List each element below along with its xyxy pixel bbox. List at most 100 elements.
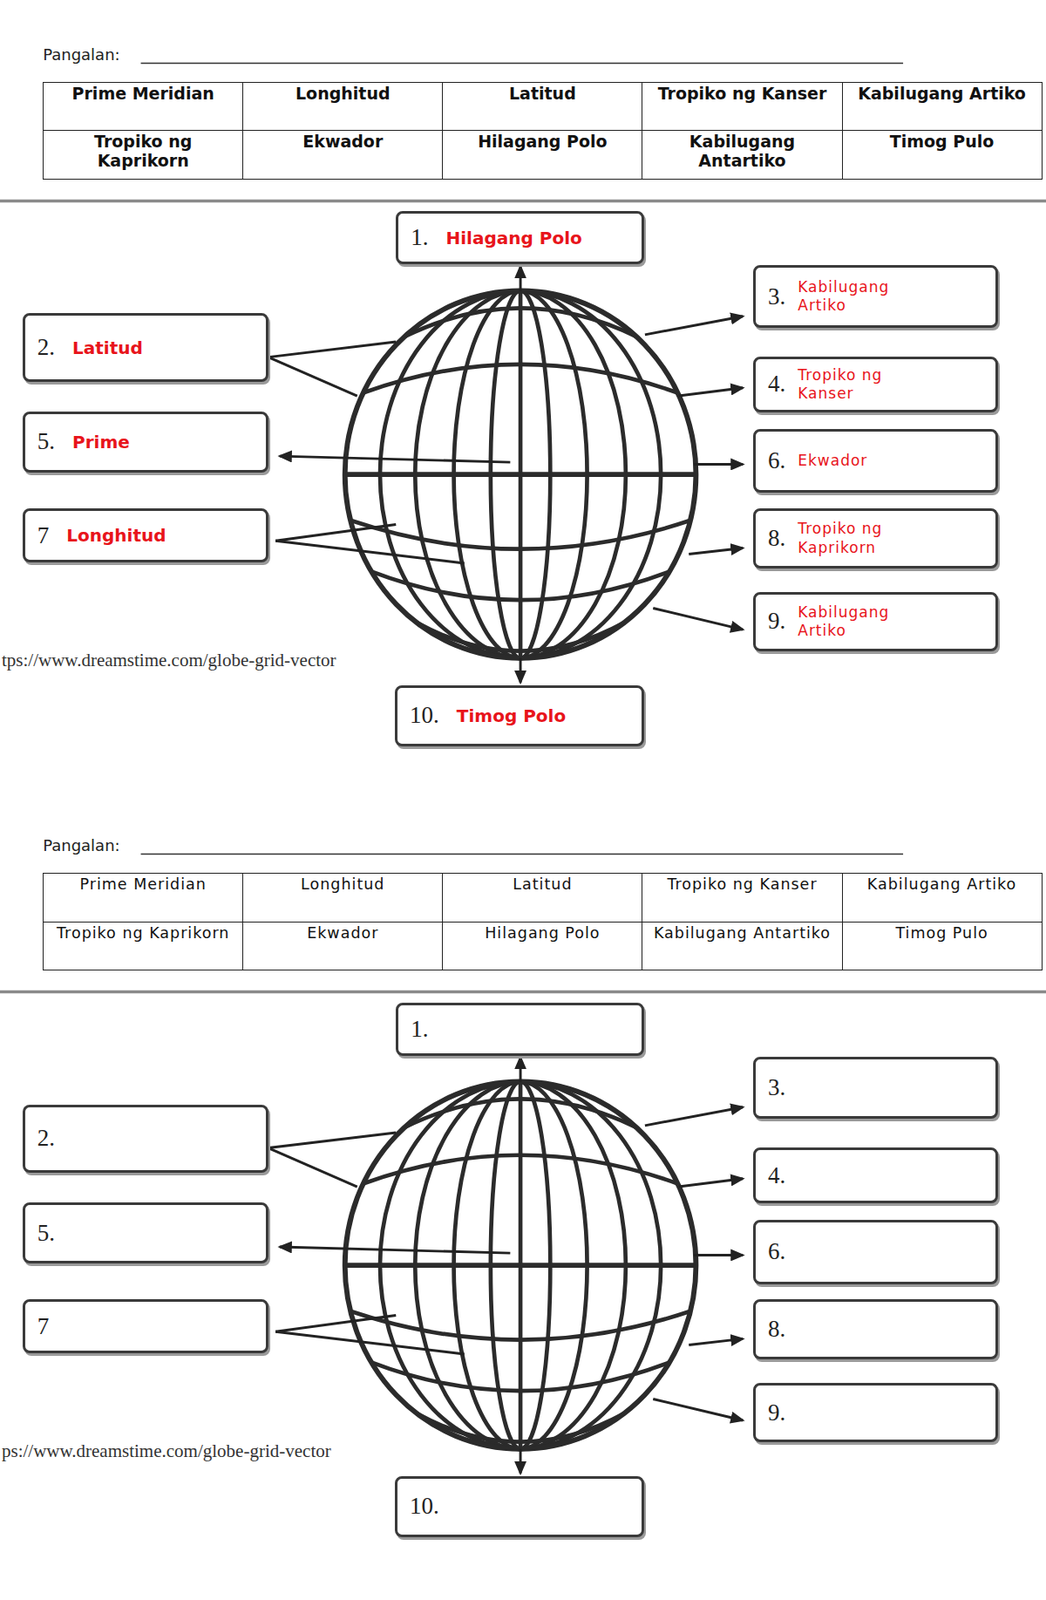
leader-line bbox=[679, 387, 744, 396]
table-cell: Hilagang Polo bbox=[442, 130, 643, 180]
answer-box: 9. bbox=[753, 1382, 999, 1442]
callout-number: 4. bbox=[767, 1161, 786, 1189]
answer-box: 1.Hilagang Polo bbox=[395, 210, 644, 265]
globe-parallel bbox=[350, 1310, 691, 1340]
section-separator bbox=[0, 990, 1046, 994]
answer-box: 5. Prime bbox=[22, 411, 269, 473]
callout-number: 2. bbox=[37, 1124, 55, 1152]
leader-line bbox=[645, 316, 743, 335]
section-separator bbox=[0, 199, 1046, 204]
answer-text: Longhitud bbox=[66, 524, 166, 546]
answer-box: 9. Kabilugang Artiko bbox=[753, 591, 999, 652]
table-cell: Kabilugang Antartiko bbox=[642, 921, 843, 971]
callout-number: 5. bbox=[37, 427, 55, 456]
answer-box: 7 bbox=[22, 1298, 269, 1353]
leader-line bbox=[688, 547, 743, 554]
answer-box: 3. Kabilugang Artiko bbox=[753, 264, 999, 327]
leader-line bbox=[275, 1331, 465, 1354]
table-cell: Prime Meridian bbox=[43, 872, 244, 922]
answer-box: 8. bbox=[753, 1298, 999, 1359]
leader-line bbox=[679, 1178, 744, 1187]
leader-line bbox=[275, 524, 396, 542]
callout-number: 6. bbox=[767, 447, 786, 475]
globe-parallel bbox=[416, 622, 625, 652]
answer-text: Tropiko ng Kanser bbox=[797, 366, 920, 404]
leader-line bbox=[693, 1253, 743, 1257]
leader-line bbox=[519, 1448, 523, 1474]
name-label: Pangalan: bbox=[42, 45, 120, 64]
leader-line bbox=[688, 1338, 743, 1345]
globe-parallel bbox=[363, 364, 679, 394]
table-row: Tropiko ng KaprikornEkwadorHilagang Polo… bbox=[43, 921, 1042, 971]
leader-line bbox=[268, 1147, 358, 1187]
table-cell: Tropiko ng Kanser bbox=[642, 872, 843, 922]
answer-box: 10. bbox=[394, 1475, 645, 1537]
callout-number: 2. bbox=[37, 333, 55, 361]
answer-text: Tropiko ng Kaprikorn bbox=[797, 519, 920, 557]
leader-line bbox=[268, 1132, 396, 1148]
table-cell: Prime Meridian bbox=[43, 81, 244, 131]
table-cell: Timog Pulo bbox=[842, 921, 1042, 971]
answer-box: 2. Latitud bbox=[22, 312, 269, 381]
leader-line bbox=[652, 1398, 743, 1420]
answer-box: 6.Ekwador bbox=[753, 428, 999, 494]
answer-box: 4. Tropiko ng Kanser bbox=[753, 356, 999, 413]
answer-text: Latitud bbox=[72, 337, 143, 359]
table-cell: Latitud bbox=[442, 81, 643, 131]
leader-line bbox=[519, 1056, 523, 1081]
callout-number: 10. bbox=[409, 1492, 440, 1520]
globe-equator bbox=[345, 1262, 697, 1268]
callout-number: 9. bbox=[767, 607, 786, 635]
answer-box: 2. bbox=[22, 1104, 269, 1173]
leader-line bbox=[268, 341, 396, 358]
source-watermark: tps://www.dreamstime.com/globe-grid-vect… bbox=[1, 649, 337, 672]
callout-number: 8. bbox=[767, 1315, 786, 1343]
leader-line bbox=[519, 265, 523, 291]
callout-number: 8. bbox=[767, 524, 786, 552]
answer-text: Prime bbox=[72, 431, 130, 453]
table-cell: Timog Pulo bbox=[842, 130, 1042, 180]
globe-outline bbox=[345, 291, 697, 659]
table-cell: Tropiko ng Kaprikorn bbox=[43, 921, 244, 971]
answer-text: Kabilugang Artiko bbox=[797, 278, 920, 316]
callout-number: 4. bbox=[767, 370, 786, 398]
table-cell: Kabilugang Antartiko bbox=[642, 130, 843, 180]
answer-box: 8. Tropiko ng Kaprikorn bbox=[753, 508, 999, 569]
name-underline bbox=[141, 62, 904, 64]
table-cell: Tropiko ng Kanser bbox=[642, 81, 843, 131]
callout-number: 3. bbox=[767, 1073, 786, 1101]
globe-parallel bbox=[371, 1361, 670, 1391]
leader-line bbox=[519, 658, 523, 683]
word-bank-table: Prime MeridianLonghitudLatitudTropiko ng… bbox=[42, 81, 1042, 180]
answer-box: 7 Longhitud bbox=[22, 508, 269, 563]
table-cell: Latitud bbox=[442, 872, 643, 922]
table-cell: Kabilugang Artiko bbox=[842, 872, 1042, 922]
leader-line bbox=[645, 1107, 743, 1126]
table-cell: Longhitud bbox=[243, 872, 443, 922]
name-underline bbox=[141, 853, 904, 855]
answer-text: Timog Polo bbox=[456, 705, 566, 727]
table-cell: Hilagang Polo bbox=[442, 921, 643, 971]
word-bank-table: Prime MeridianLonghitudLatitudTropiko ng… bbox=[42, 872, 1042, 971]
leader-line bbox=[275, 1314, 396, 1332]
globe-parallel bbox=[416, 1412, 625, 1442]
table-cell: Ekwador bbox=[243, 921, 443, 971]
answer-box: 3. bbox=[753, 1056, 999, 1119]
callout-number: 3. bbox=[767, 283, 786, 311]
globe-parallel bbox=[371, 570, 670, 600]
table-cell: Tropiko ng Kaprikorn bbox=[43, 130, 244, 180]
callout-number: 1. bbox=[410, 224, 428, 252]
globe-outline bbox=[345, 1080, 697, 1448]
callout-number: 7 bbox=[37, 522, 50, 550]
callout-number: 6. bbox=[767, 1237, 786, 1265]
source-watermark: ps://www.dreamstime.com/globe-grid-vecto… bbox=[1, 1439, 332, 1462]
leader-line bbox=[693, 462, 743, 466]
answer-text: Kabilugang Artiko bbox=[797, 603, 920, 641]
table-cell: Ekwador bbox=[243, 130, 443, 180]
answer-box: 4. bbox=[753, 1147, 999, 1203]
table-row: Prime MeridianLonghitudLatitudTropiko ng… bbox=[43, 81, 1042, 131]
leader-line bbox=[275, 540, 465, 564]
leader-line bbox=[279, 455, 511, 462]
globe-parallel bbox=[363, 1154, 679, 1184]
